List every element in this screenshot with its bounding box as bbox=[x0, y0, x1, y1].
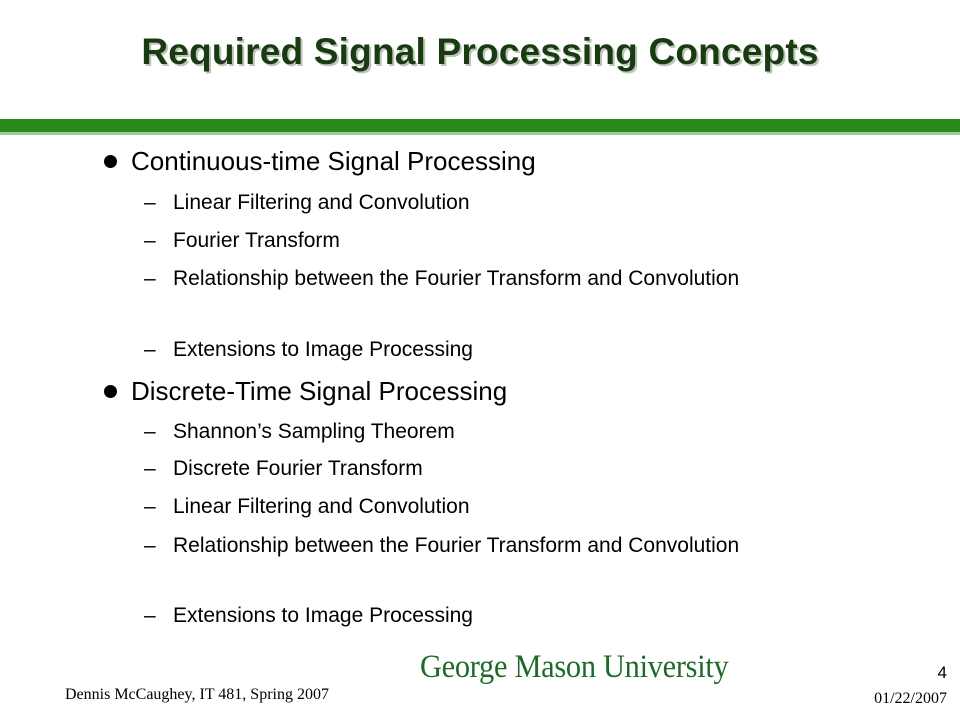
dash-icon: – bbox=[144, 191, 156, 214]
dash-icon: – bbox=[144, 534, 156, 557]
footer-date: 01/22/2007 bbox=[874, 690, 947, 707]
bullet-text: Relationship between the Fourier Transfo… bbox=[173, 267, 740, 290]
bullet-text: Continuous-time Signal Processing bbox=[131, 146, 536, 176]
footer-author: Dennis McCaughey, IT 481, Spring 2007 bbox=[65, 686, 329, 703]
dash-icon: – bbox=[144, 267, 156, 290]
bullet-text: Extensions to Image Processing bbox=[173, 604, 473, 627]
university-logo: George Mason University bbox=[420, 649, 729, 685]
dash-icon: – bbox=[144, 338, 156, 361]
bullet-dot-icon bbox=[104, 385, 117, 398]
bullet-text: Linear Filtering and Convolution bbox=[173, 191, 470, 214]
dash-icon: – bbox=[144, 420, 156, 443]
dash-icon: – bbox=[144, 457, 156, 480]
bullet-text: Discrete Fourier Transform bbox=[173, 457, 423, 480]
bullet-dot-icon bbox=[104, 155, 117, 168]
page-number: 4 bbox=[937, 663, 947, 682]
slide-title: Required Signal Processing Concepts bbox=[141, 31, 819, 72]
bullet-text: Relationship between the Fourier Transfo… bbox=[173, 534, 740, 557]
bullet-text: Extensions to Image Processing bbox=[173, 338, 473, 361]
dash-icon: – bbox=[144, 495, 156, 518]
bullet-text: Fourier Transform bbox=[173, 229, 340, 252]
bullet-text: Shannon’s Sampling Theorem bbox=[173, 420, 455, 443]
bullet-text: Linear Filtering and Convolution bbox=[173, 495, 470, 518]
bullet-text: Discrete-Time Signal Processing bbox=[131, 376, 508, 406]
dash-icon: – bbox=[144, 604, 156, 627]
dash-icon: – bbox=[144, 229, 156, 252]
title-rule bbox=[0, 119, 960, 135]
